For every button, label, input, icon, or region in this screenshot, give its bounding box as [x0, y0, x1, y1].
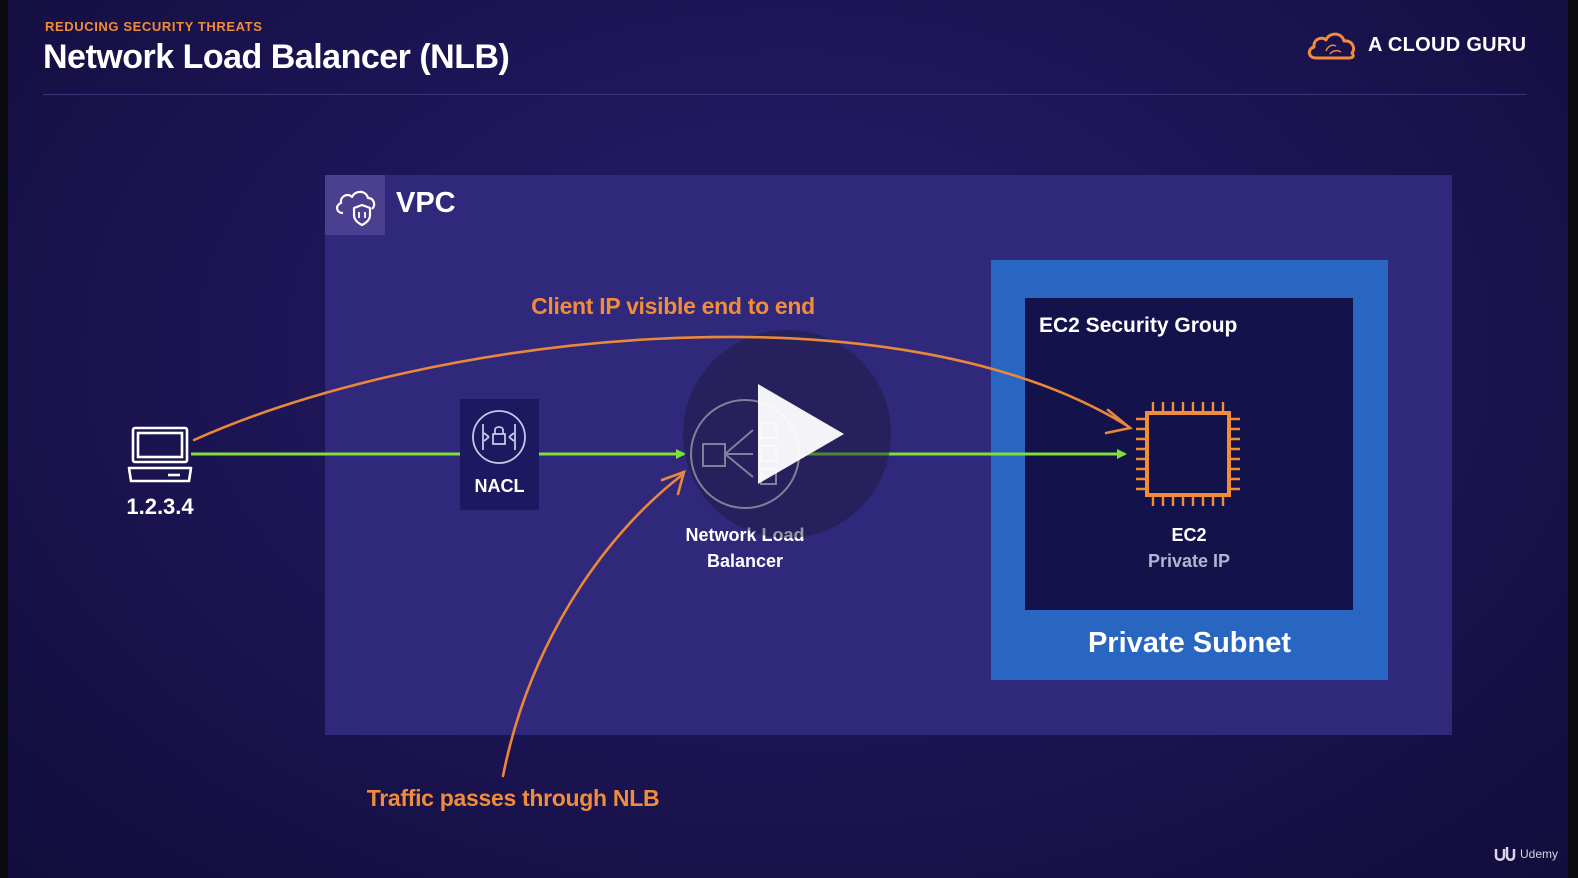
nlb-label: Network Load Balancer — [660, 522, 830, 574]
play-icon — [758, 384, 844, 484]
header-divider — [43, 94, 1527, 95]
udemy-logo-icon — [1494, 847, 1516, 861]
ec2-title: EC2 — [1171, 525, 1207, 545]
lock-network-icon — [472, 410, 526, 464]
udemy-watermark: Udemy — [1494, 845, 1558, 863]
chip-icon — [1136, 402, 1240, 506]
annotation-traffic-nlb: Traffic passes through NLB — [366, 785, 660, 811]
nlb-traffic-arc — [501, 469, 686, 778]
nacl-node — [460, 399, 539, 510]
diagram-overlay — [127, 330, 1240, 778]
ec2-label: EC2 Private IP — [1109, 522, 1269, 574]
slide-title: Network Load Balancer (NLB) — [43, 38, 510, 76]
slide-eyebrow: REDUCING SECURITY THREATS — [45, 19, 263, 34]
laptop-icon — [127, 426, 193, 483]
cloud-logo-icon — [1307, 32, 1356, 60]
brand-name: A CLOUD GURU — [1368, 33, 1527, 56]
security-group-label: EC2 Security Group — [1039, 314, 1238, 337]
video-play-button[interactable] — [683, 330, 891, 538]
udemy-watermark-text: Udemy — [1520, 847, 1559, 861]
client-ip-arc — [192, 335, 1133, 442]
client-ip-label: 1.2.3.4 — [126, 494, 194, 519]
nlb-label-line2: Balancer — [706, 551, 784, 571]
cloud-shield-icon — [336, 190, 376, 227]
ec2-private-ip: Private IP — [1147, 551, 1231, 571]
vpc-badge — [325, 175, 385, 235]
nacl-label: NACL — [474, 476, 525, 496]
annotation-client-ip: Client IP visible end to end — [531, 293, 815, 319]
brand-logo: A CLOUD GURU — [1306, 28, 1526, 62]
nlb-label-line1: Network Load — [685, 525, 805, 545]
subnet-label: Private Subnet — [1087, 627, 1292, 659]
vpc-label: VPC — [396, 187, 456, 219]
slide: REDUCING SECURITY THREATS Network Load B… — [8, 0, 1568, 878]
